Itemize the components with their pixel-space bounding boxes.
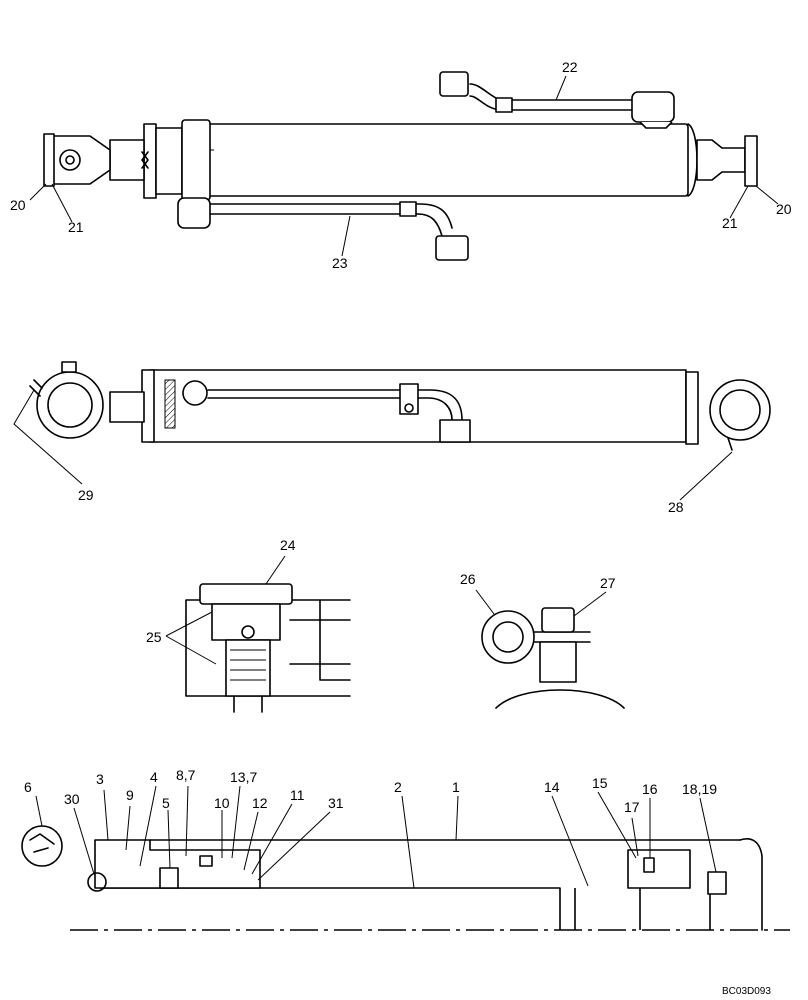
callout-12: 12 (252, 795, 268, 811)
base-end (696, 139, 746, 181)
banjo-bolt-head (199, 583, 293, 605)
rod-eye-side (36, 371, 104, 439)
callout-21-right: 21 (722, 215, 738, 231)
callout-15: 15 (592, 775, 608, 791)
callout-29: 29 (78, 487, 94, 503)
callout-31: 31 (328, 795, 344, 811)
callout-14: 14 (544, 779, 560, 795)
callout-3: 3 (96, 771, 104, 787)
callout-20-right: 20 (776, 201, 792, 217)
callout-21-left: 21 (68, 219, 84, 235)
port-block (181, 119, 211, 201)
callout-23: 23 (332, 255, 348, 271)
callout-2: 2 (394, 779, 402, 795)
piston-rod (109, 139, 145, 181)
callout-17: 17 (624, 799, 640, 815)
callout-8-7: 8,7 (176, 767, 196, 783)
callout-6: 6 (24, 779, 32, 795)
callout-5: 5 (162, 795, 170, 811)
callout-22: 22 (562, 59, 578, 75)
callout-16: 16 (642, 781, 658, 797)
cylinder-barrel (204, 123, 689, 197)
nameplate (164, 379, 176, 429)
tube-23 (209, 203, 453, 237)
callout-28: 28 (668, 499, 684, 515)
callout-10: 10 (214, 795, 230, 811)
head-flange (143, 123, 157, 199)
callout-20-left: 20 (10, 197, 26, 213)
callout-13-7: 13,7 (230, 769, 257, 785)
callout-11: 11 (290, 787, 305, 803)
callout-4: 4 (150, 769, 158, 785)
detail-banjo-fitting (185, 583, 351, 713)
callout-30: 30 (64, 791, 80, 807)
cylinder-side-view (29, 361, 771, 451)
gland-section (94, 839, 261, 889)
callout-27: 27 (600, 575, 616, 591)
leader-lines (13, 75, 779, 889)
callout-24: 24 (280, 537, 296, 553)
banjo-bolt-shank (225, 639, 271, 697)
piston-section (559, 849, 711, 930)
callout-labels: 1 2 3 4 5 6 8,7 9 10 11 12 13,7 14 15 16… (10, 59, 792, 997)
callout-1: 1 (452, 779, 460, 795)
cylinder-top-view (43, 71, 758, 261)
callout-26: 26 (460, 571, 476, 587)
callout-9: 9 (126, 787, 134, 803)
cylinder-section-view (21, 825, 790, 931)
callout-25: 25 (146, 629, 162, 645)
drawing-code: BC03D093 (722, 986, 771, 997)
callout-18-19: 18,19 (682, 781, 717, 797)
gland (155, 127, 183, 195)
detail-eye-fitting (481, 607, 625, 709)
base-eye-side (709, 379, 771, 441)
